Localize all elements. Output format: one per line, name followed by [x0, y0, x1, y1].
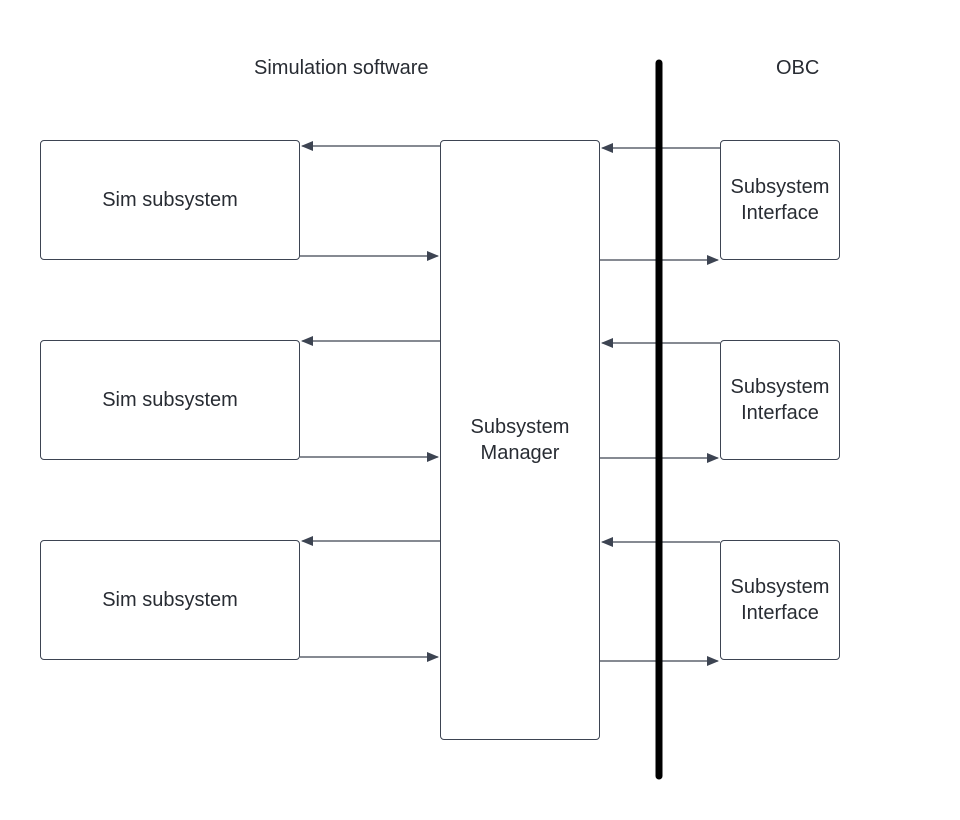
sim-subsystem-box-3: Sim subsystem [40, 540, 300, 660]
sim-subsystem-box-2: Sim subsystem [40, 340, 300, 460]
simulation-software-heading: Simulation software [254, 57, 429, 79]
subsystem-interface-box-1: Subsystem Interface [720, 140, 840, 260]
subsystem-interface-label: Subsystem Interface [730, 176, 830, 224]
obc-heading: OBC [776, 57, 820, 79]
subsystem-interface-box-3: Subsystem Interface [720, 540, 840, 660]
subsystem-manager-box: Subsystem Manager [440, 140, 600, 740]
subsystem-interface-label: Subsystem Interface [730, 576, 830, 624]
sim-subsystem-label: Sim subsystem [102, 189, 238, 211]
subsystem-interface-box-2: Subsystem Interface [720, 340, 840, 460]
subsystem-interface-label: Subsystem Interface [730, 376, 830, 424]
subsystem-manager-label: Subsystem Manager [470, 416, 570, 464]
sim-subsystem-label: Sim subsystem [102, 389, 238, 411]
sim-subsystem-box-1: Sim subsystem [40, 140, 300, 260]
sim-subsystem-label: Sim subsystem [102, 589, 238, 611]
